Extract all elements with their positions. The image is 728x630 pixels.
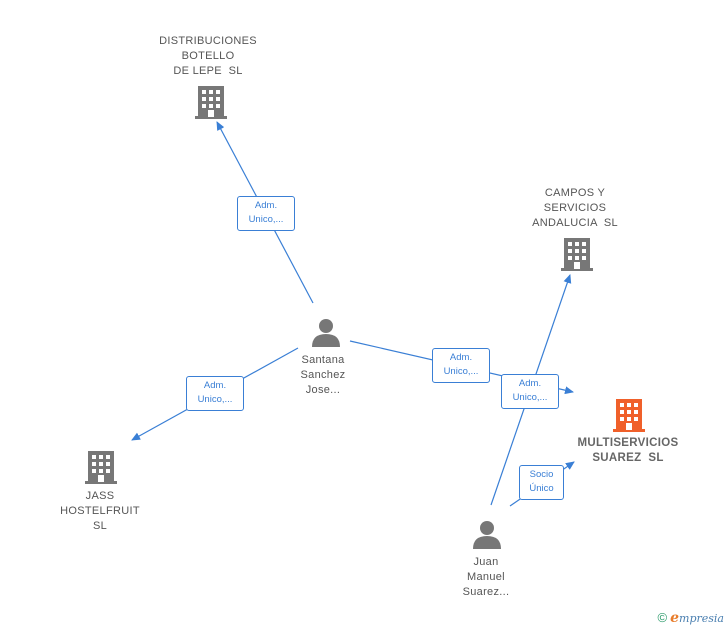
edge-label-juan-multiservicios[interactable]: Socio Único	[519, 465, 564, 500]
copyright-icon: ©	[657, 610, 668, 625]
jass-label[interactable]: JASS HOSTELFRUIT SL	[40, 489, 160, 534]
distribuciones-label-line: DISTRIBUCIONES	[159, 35, 257, 47]
santana-label[interactable]: Santana Sanchez Jose...	[273, 353, 373, 398]
juan-label-line: Juan	[473, 556, 499, 568]
brand-logo: empresia	[670, 610, 724, 626]
edge-label-line: Adm.	[203, 380, 227, 391]
campos-building-icon	[561, 238, 593, 271]
campos-label-line: CAMPOS Y	[544, 187, 606, 199]
jass-building-icon	[85, 451, 117, 484]
edge-label-line: Unico,...	[512, 392, 548, 403]
jass-label-line: HOSTELFRUIT	[60, 505, 140, 517]
campos-label-line: SERVICIOS	[543, 202, 607, 214]
jass-label-line: SL	[92, 520, 108, 532]
edge-label-santana-jass[interactable]: Adm. Unico,...	[186, 376, 244, 411]
juan-label-line: Suarez...	[462, 586, 510, 598]
juan-label-line: Manuel	[467, 571, 505, 583]
campos-label-line: ANDALUCIA SL	[532, 217, 618, 229]
edge-label-line: Único	[529, 483, 554, 494]
edge-label-juan-campos[interactable]: Adm. Unico,...	[501, 374, 559, 409]
brand-name: mpresia	[679, 612, 724, 625]
jass-label-line: JASS	[85, 490, 115, 502]
multiservicios-label-line: SUAREZ SL	[592, 452, 664, 464]
santana-label-line: Jose...	[305, 384, 341, 396]
multiservicios-building-icon	[613, 399, 645, 432]
distribuciones-label-line: DE LEPE SL	[173, 65, 243, 77]
distribuciones-label-line: BOTELLO	[181, 50, 235, 62]
edge-label-line: Adm.	[518, 378, 542, 389]
juan-person-icon	[473, 521, 501, 549]
santana-person-icon	[312, 319, 340, 347]
edge-label-line: Adm.	[254, 200, 278, 211]
edge-label-santana-multiservicios[interactable]: Adm. Unico,...	[432, 348, 490, 383]
santana-label-line: Sanchez	[300, 369, 346, 381]
campos-label[interactable]: CAMPOS Y SERVICIOS ANDALUCIA SL	[505, 186, 645, 231]
edge-label-line: Unico,...	[197, 394, 233, 405]
distribuciones-building-icon	[195, 86, 227, 119]
edge-label-line: Unico,...	[248, 214, 284, 225]
edge-label-line: Adm.	[449, 352, 473, 363]
multiservicios-label[interactable]: MULTISERVICIOS SUAREZ SL	[558, 436, 698, 466]
edge-label-line: Socio	[529, 469, 554, 480]
distribuciones-label[interactable]: DISTRIBUCIONES BOTELLO DE LEPE SL	[138, 34, 278, 79]
brand-initial: e	[670, 610, 680, 626]
juan-label[interactable]: Juan Manuel Suarez...	[436, 555, 536, 600]
edge-label-line: Unico,...	[443, 366, 479, 377]
footer-brand: ©empresia	[658, 610, 724, 626]
multiservicios-label-line: MULTISERVICIOS	[577, 437, 679, 449]
santana-label-line: Santana	[301, 354, 345, 366]
edge-label-santana-distribuciones[interactable]: Adm. Unico,...	[237, 196, 295, 231]
